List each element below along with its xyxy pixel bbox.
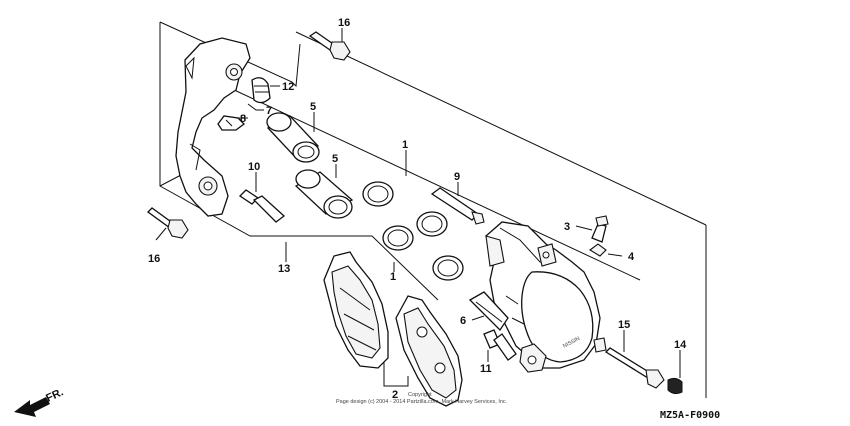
pad-spring	[468, 291, 509, 332]
bolt-upper	[308, 31, 351, 61]
arrow-icon	[14, 397, 50, 417]
callout-5-upper: 5	[310, 101, 316, 113]
slide-pin-11	[483, 329, 517, 361]
piston-lower	[294, 169, 354, 219]
callout-3: 3	[564, 221, 570, 233]
callout-5-lower: 5	[332, 153, 338, 165]
callout-1-lower: 1	[390, 271, 396, 283]
caliper-bracket	[175, 37, 251, 217]
retainer-clip	[217, 115, 245, 131]
callout-labels: 16 12 7 8 5 5 1 9 10 3 4 16 13 1 6 15 14…	[148, 17, 687, 401]
direction-label: FR.	[44, 386, 65, 404]
leader-lines	[155, 28, 681, 387]
callout-11: 11	[480, 363, 492, 375]
callout-6: 6	[460, 315, 466, 327]
copyright-line-1: Copyright	[408, 392, 432, 398]
callout-12: 12	[282, 81, 294, 93]
callout-8: 8	[240, 113, 246, 125]
pin-plug	[667, 377, 683, 395]
callout-2: 2	[392, 389, 398, 401]
piston-upper	[266, 112, 320, 163]
front-direction-arrow: FR.	[14, 386, 65, 417]
callout-7: 7	[266, 105, 272, 117]
callout-10: 10	[248, 161, 260, 173]
brake-pad-right	[395, 295, 463, 407]
callout-1-upper: 1	[402, 139, 408, 151]
brake-pad-left	[323, 251, 389, 369]
copyright-line-2: Page design (c) 2004 - 2014 Partzilla.co…	[336, 399, 508, 405]
callout-4: 4	[628, 251, 635, 263]
callout-15: 15	[618, 319, 630, 331]
seal-rings	[362, 181, 464, 281]
callout-14: 14	[674, 339, 687, 351]
callout-13: 13	[278, 263, 290, 275]
boot-part	[251, 77, 271, 104]
bolt-lower	[147, 207, 189, 239]
copyright-watermark: Copyright Page design (c) 2004 - 2014 Pa…	[336, 392, 508, 405]
callout-16-upper: 16	[338, 17, 350, 29]
caliper-body: NISSIN	[485, 221, 607, 373]
callout-9: 9	[454, 171, 460, 183]
slide-pin-10	[238, 189, 286, 223]
pad-pin	[604, 347, 665, 389]
bleed-valve	[589, 215, 609, 257]
callout-16-lower: 16	[148, 253, 160, 265]
slide-pin-9	[430, 187, 485, 225]
figure-code: MZ5A-F0900	[660, 410, 720, 421]
